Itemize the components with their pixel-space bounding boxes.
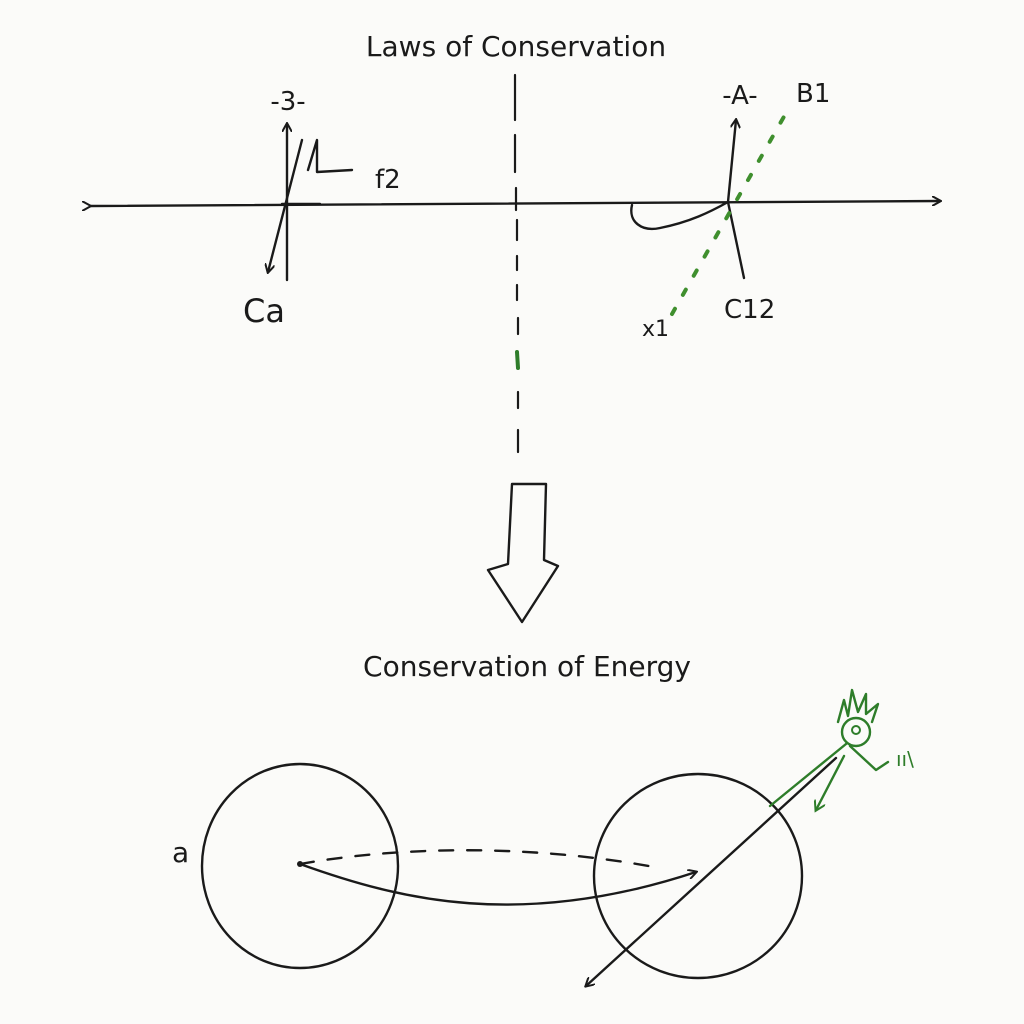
left-bottom-label: Ca	[243, 292, 285, 330]
right-bottom-label: C12	[724, 295, 775, 325]
right-circle	[592, 772, 804, 980]
right-top-label: -A-	[722, 81, 757, 111]
left-diagonal-arrow	[268, 138, 304, 272]
left-force-label: f2	[375, 165, 401, 195]
down-arrow	[486, 482, 560, 624]
section-title: Conservation of Energy	[363, 650, 691, 683]
right-vertical-arrow	[726, 120, 736, 204]
diagonal-arrow	[586, 756, 838, 986]
figure-arm-down	[816, 754, 846, 810]
left-force-diagram: -3- f2 Ca	[243, 87, 401, 330]
figure-hair	[836, 688, 880, 724]
right-curve	[630, 200, 730, 231]
figure-body	[768, 742, 848, 808]
figure-marks: ıı\	[896, 747, 914, 771]
right-force-diagram: -A- B1 C12 x1	[630, 79, 830, 342]
figure-arm-right	[848, 744, 890, 772]
green-stick-figure: ıı\	[768, 688, 914, 810]
left-circle-label: a	[172, 836, 189, 869]
diagram-title: Laws of Conservation	[366, 30, 666, 63]
green-dashed-diagonal	[670, 104, 792, 316]
right-b-label: B1	[796, 79, 830, 109]
dashed-arc	[298, 849, 662, 870]
left-step-line	[306, 138, 354, 174]
vertical-dashed-divider	[513, 73, 520, 454]
left-top-label: -3-	[270, 87, 305, 117]
right-x-label: x1	[642, 317, 669, 342]
figure-head	[840, 716, 872, 748]
solid-curve-arrow	[298, 862, 696, 906]
left-circle	[200, 762, 400, 970]
right-lower-line	[726, 200, 746, 280]
energy-circles: a	[172, 756, 838, 986]
